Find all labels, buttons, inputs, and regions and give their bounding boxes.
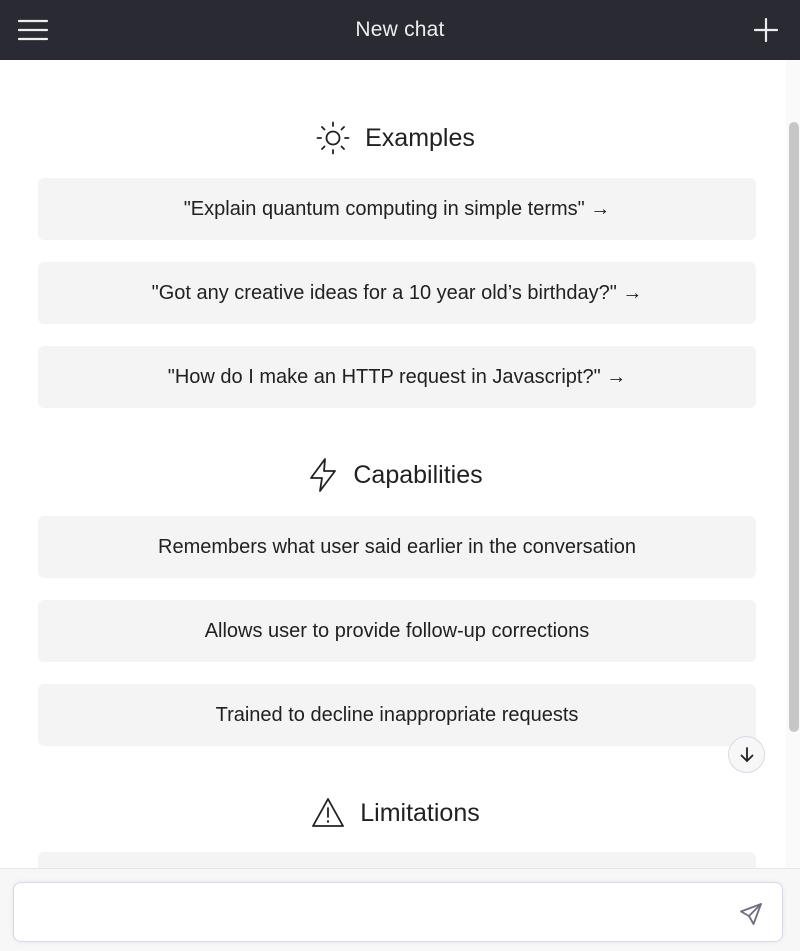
lightning-icon [310,458,337,492]
send-icon [740,903,762,925]
limitations-heading: Limitations [0,793,790,833]
scroll-to-bottom-button[interactable] [728,736,765,773]
page-title: New chat [355,18,445,41]
example-prompt-button[interactable]: "How do I make an HTTP request in Javasc… [38,346,756,408]
message-box [13,882,783,942]
new-chat-button[interactable] [752,16,780,44]
menu-button[interactable] [16,15,50,45]
capabilities-heading: Capabilities [0,455,790,495]
sun-icon [316,121,350,155]
warning-icon [312,798,345,827]
arrow-down-icon [740,746,753,762]
chat-area: Examples "Explain quantum computing in s… [0,60,800,868]
example-prompt-button[interactable]: "Explain quantum computing in simple ter… [38,178,756,240]
examples-heading: Examples [0,118,790,158]
capability-item: Allows user to provide follow-up correct… [38,600,756,662]
message-input[interactable] [28,899,728,927]
scrollbar[interactable] [786,60,800,868]
capability-item: Remembers what user said earlier in the … [38,516,756,578]
examples-title: Examples [365,123,475,152]
top-bar: New chat [0,0,800,60]
plus-icon [753,17,779,43]
limitation-item [38,852,756,868]
limitations-title: Limitations [360,798,480,827]
scrollbar-thumb[interactable] [789,122,799,732]
hamburger-icon [17,19,49,41]
capabilities-title: Capabilities [353,460,483,489]
send-button[interactable] [738,901,764,927]
composer-area [0,868,800,951]
capability-item: Trained to decline inappropriate request… [38,684,756,746]
example-prompt-button[interactable]: "Got any creative ideas for a 10 year ol… [38,262,756,324]
